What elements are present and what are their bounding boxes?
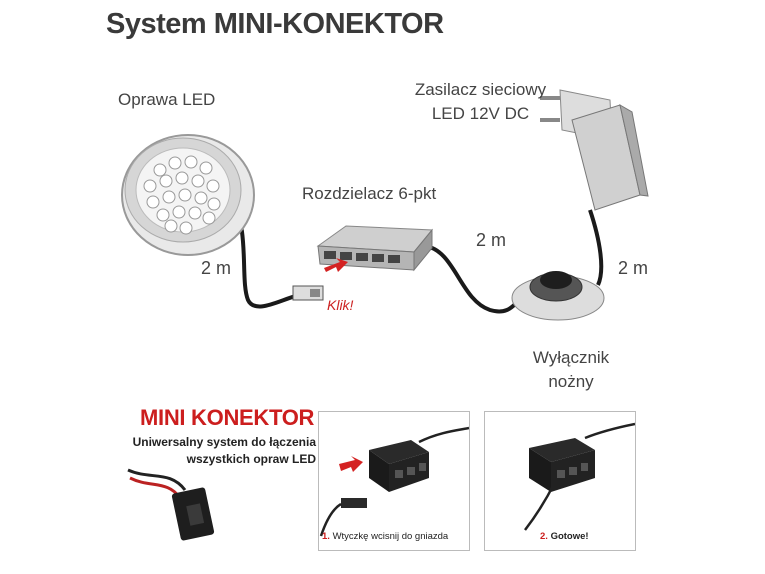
splitter-with-plug-icon — [319, 426, 469, 537]
led-lamp-label: Oprawa LED — [118, 90, 216, 109]
mini-konektor-subtitle-line2: wszystkich opraw LED — [186, 452, 316, 466]
foot-switch-label-line2: nożny — [548, 372, 594, 391]
mini-konektor-subtitle-line1: Uniwersalny system do łączenia — [132, 435, 316, 449]
power-supply-label-line1: Zasilacz sieciowy — [414, 80, 547, 99]
splitter-icon — [316, 225, 434, 272]
foot-switch-label-line1: Wyłącznik — [532, 348, 610, 367]
step2-photo — [484, 411, 636, 551]
cable-length-right: 2 m — [618, 258, 649, 278]
step2-text: Gotowe! — [550, 531, 589, 542]
foot-switch-icon — [511, 271, 605, 321]
step1-number: 1. — [322, 531, 330, 542]
mini-konektor-title: MINI KONEKTOR — [140, 405, 315, 430]
power-supply-label-line2: LED 12V DC — [431, 104, 530, 123]
mini-connector-photo — [127, 468, 215, 541]
step2-caption: 2. Gotowe! — [540, 531, 589, 542]
mini-konektor-subtitle: Uniwersalny system do łączenia wszystkic… — [116, 434, 316, 468]
step1-caption: 1. Wtyczkę wcisnij do gniazda — [322, 531, 448, 542]
splitter-connected-icon — [524, 422, 635, 531]
cable-length-left: 2 m — [201, 258, 232, 278]
step2-number: 2. — [540, 531, 548, 542]
page-title: System MINI-KONEKTOR — [106, 8, 444, 40]
power-supply-label: Zasilacz sieciowy LED 12V DC — [398, 78, 563, 126]
plug-icon — [292, 285, 324, 301]
klik-label: Klik! — [327, 297, 354, 313]
cable-length-middle: 2 m — [476, 230, 507, 250]
step1-text: Wtyczkę wcisnij do gniazda — [332, 531, 449, 542]
led-lamp-icon — [121, 134, 255, 256]
power-supply-icon — [540, 89, 649, 211]
red-arrow-icon — [324, 258, 348, 272]
splitter-label: Rozdzielacz 6-pkt — [302, 184, 437, 203]
step1-photo — [318, 411, 470, 551]
foot-switch-label: Wyłącznik nożny — [506, 346, 636, 394]
